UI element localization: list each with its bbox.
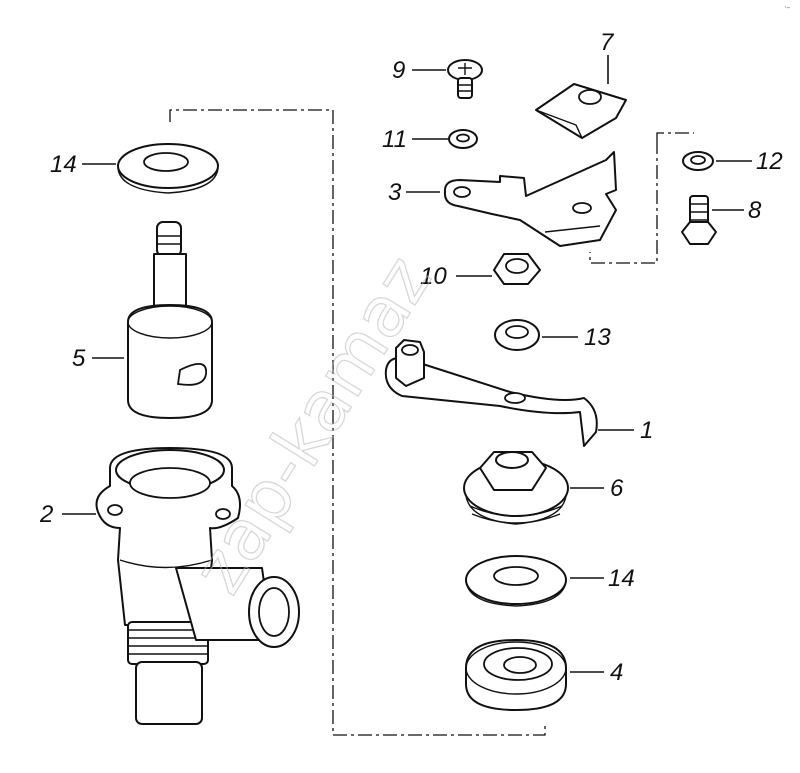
callout-11: 11 [382, 126, 407, 153]
part-12-washer [682, 151, 714, 171]
callout-2: 2 [39, 501, 53, 528]
part-5-valve-plug [127, 221, 213, 419]
part-7-clamp [535, 83, 627, 139]
assembly-bracket [169, 109, 546, 736]
part-14-washer-top [117, 143, 219, 194]
part-14-washer-bottom [465, 555, 567, 607]
callout-9: 9 [392, 57, 405, 84]
part-9-screw [447, 59, 483, 99]
part-4-seal [465, 639, 567, 711]
watermark: zap-kamaz [177, 242, 448, 607]
callout-6: 6 [610, 475, 624, 502]
part-11-lock-washer [448, 129, 478, 149]
part-2-valve-body [95, 447, 300, 725]
callout-14-left: 14 [50, 151, 77, 178]
part-1-lever [384, 339, 598, 447]
callout-8: 8 [748, 197, 762, 224]
part-13-split-washer [494, 319, 540, 351]
callout-10: 10 [420, 263, 447, 290]
part-3-bracket [443, 151, 617, 247]
callout-1: 1 [640, 417, 653, 444]
callout-14-right: 14 [608, 565, 635, 592]
part-6-plug [463, 451, 569, 525]
callout-13: 13 [584, 324, 611, 351]
callout-4: 4 [610, 659, 623, 686]
callout-5: 5 [72, 345, 86, 372]
part-10-nut [493, 253, 541, 285]
callout-12: 12 [756, 148, 783, 175]
sub-assembly-bracket [589, 132, 694, 264]
corner-mark: ·– [784, 3, 791, 12]
part-8-bolt [681, 195, 717, 245]
callout-7: 7 [600, 29, 615, 56]
callout-3: 3 [388, 179, 402, 206]
